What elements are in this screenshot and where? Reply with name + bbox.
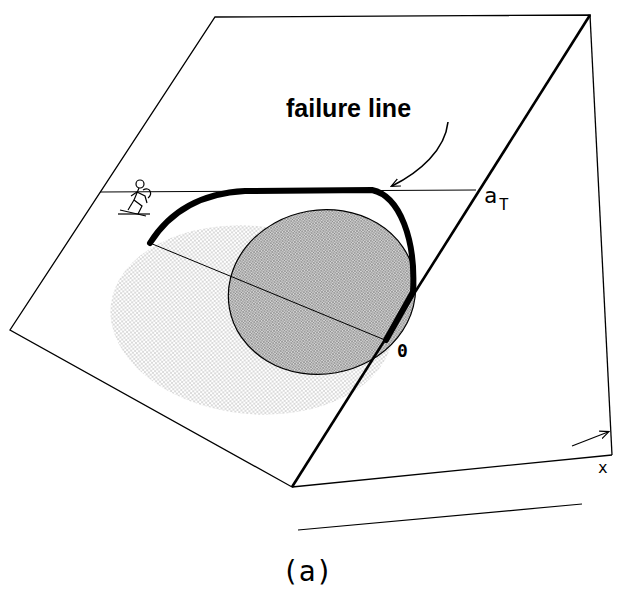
wedge-back-edge [590, 15, 612, 455]
crack-region [215, 195, 429, 389]
dimension-symbol: a [484, 185, 497, 207]
slope-face [10, 15, 590, 487]
failure-line [150, 190, 413, 340]
leader-arrow [392, 122, 448, 186]
slope-front-edge [292, 15, 590, 487]
x-axis-arrow [572, 432, 608, 446]
wedge-base-edge [292, 455, 612, 487]
dimension-subscript: T [499, 197, 509, 213]
floor-line [298, 504, 582, 530]
origin-label: 0 [397, 342, 408, 360]
figure-label: (a) [282, 558, 333, 586]
callout-label: failure line [286, 96, 411, 121]
skier-figure [118, 180, 150, 216]
axis-label: x [598, 460, 608, 476]
fall-line [150, 243, 385, 340]
